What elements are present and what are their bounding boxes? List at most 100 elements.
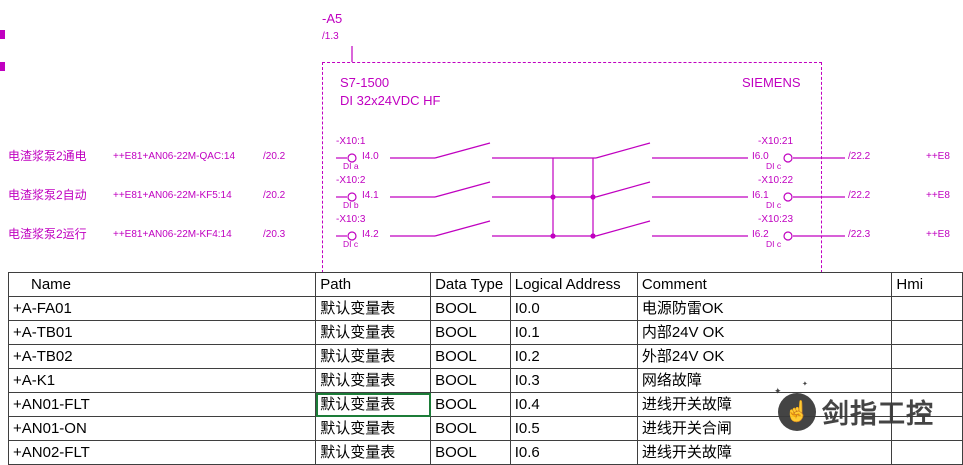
column-header-hmi[interactable]: Hmi [891,272,963,297]
terminal-label: -X10:23 [758,214,794,225]
cell-logical-address[interactable]: I0.4 [509,392,638,417]
column-header-data-type[interactable]: Data Type [430,272,511,297]
cell-name[interactable]: +A-TB02 [7,344,317,369]
cell-path[interactable]: 默认变量表 [315,344,432,369]
terminal-label: -X10:2 [336,175,366,186]
terminal-label: -X10:1 [336,136,366,147]
cell-path[interactable]: 默认变量表 [315,392,432,417]
cell-comment[interactable]: 外部24V OK [636,344,893,369]
sheet-ref: /20.2 [263,151,286,162]
cell-comment[interactable]: 进线开关故障 [636,440,893,465]
logo-badge: ☝ [778,392,816,431]
column-header-logical-address[interactable]: Logical Address [509,272,638,297]
cell-comment[interactable]: 电源防雷OK [636,296,893,321]
sheet-ref: /22.2 [848,151,871,162]
cell-path[interactable]: 默认变量表 [315,416,432,441]
cell-logical-address[interactable]: I0.6 [509,440,638,465]
page-edge-mark [0,30,5,39]
cell-name[interactable]: +A-FA01 [7,296,317,321]
channel-label: DI c [766,200,782,210]
cell-comment[interactable]: 进线开关合闸 [636,416,893,441]
terminal-label: -X10:22 [758,175,794,186]
sheet-ref: /20.2 [263,190,286,201]
cell-comment[interactable]: 网络故障 [636,368,893,393]
channel-label: DI a [343,161,359,171]
watermark-text: 剑指工控 [822,399,934,430]
cell-data-type[interactable]: BOOL [430,440,511,465]
channel-label: DI c [766,239,782,249]
terminal-label: -X10:21 [758,136,794,147]
source-ref: ++E81+AN06-22M-QAC:14 [113,151,236,162]
cell-name[interactable]: +AN01-ON [7,416,317,441]
cell-hmi[interactable] [891,416,963,441]
column-header-path[interactable]: Path [315,272,432,297]
source-ref: ++E81+AN06-22M-KF4:14 [113,229,232,240]
pointing-hand-icon: ☝ [784,401,810,423]
cell-hmi[interactable] [891,440,963,465]
cell-data-type[interactable]: BOOL [430,416,511,441]
brand-label: SIEMENS [742,75,801,90]
page-edge-mark [0,62,5,71]
column-header-name[interactable]: Name [7,272,317,297]
cell-data-type[interactable]: BOOL [430,320,511,345]
cell-hmi[interactable] [891,344,963,369]
function-text: 电渣浆泵2自动 [8,188,87,202]
cell-path[interactable]: 默认变量表 [315,320,432,345]
sheet-ref: /22.2 [848,190,871,201]
cell-path[interactable]: 默认变量表 [315,440,432,465]
function-text: 电渣浆泵2通电 [8,149,87,163]
channel-address: I4.2 [362,229,379,240]
cell-hmi[interactable] [891,320,963,345]
cell-data-type[interactable]: BOOL [430,392,511,417]
dest-ref: ++E8 [926,151,950,162]
cell-hmi[interactable] [891,296,963,321]
cell-logical-address[interactable]: I0.0 [509,296,638,321]
dest-ref: ++E8 [926,229,950,240]
cell-logical-address[interactable]: I0.3 [509,368,638,393]
cell-logical-address[interactable]: I0.5 [509,416,638,441]
terminal-label: -X10:3 [336,214,366,225]
cell-data-type[interactable]: BOOL [430,344,511,369]
cell-path[interactable]: 默认变量表 [315,296,432,321]
channel-label: DI c [766,161,782,171]
cell-comment[interactable]: 内部24V OK [636,320,893,345]
cell-hmi[interactable] [891,392,963,417]
function-text: 电渣浆泵2运行 [8,227,87,241]
column-header-comment[interactable]: Comment [636,272,893,297]
dest-ref: ++E8 [926,190,950,201]
cell-path[interactable]: 默认变量表 [315,368,432,393]
channel-address: I6.1 [752,190,769,201]
channel-address: I4.0 [362,151,379,162]
cell-name[interactable]: +A-TB01 [7,320,317,345]
sparkle-icon: ✦ [774,386,782,396]
sheet-ref: /20.3 [263,229,286,240]
channel-address: I4.1 [362,190,379,201]
sparkle-icon: ✦ [802,381,808,388]
cell-name[interactable]: +A-K1 [7,368,317,393]
cell-data-type[interactable]: BOOL [430,368,511,393]
cell-hmi[interactable] [891,368,963,393]
device-cross-ref: /1.3 [322,31,339,42]
module-title: S7-1500 [340,75,390,90]
watermark: ✦ ✦ ☝ 剑指工控 [774,381,934,431]
cell-name[interactable]: +AN02-FLT [7,440,317,465]
cell-logical-address[interactable]: I0.1 [509,320,638,345]
module-subtitle: DI 32x24VDC HF [340,93,441,108]
cell-data-type[interactable]: BOOL [430,296,511,321]
channel-address: I6.2 [752,229,769,240]
channel-address: I6.0 [752,151,769,162]
channel-label: DI b [343,200,359,210]
cell-logical-address[interactable]: I0.2 [509,344,638,369]
cell-name[interactable]: +AN01-FLT [7,392,317,417]
device-tag: -A5 [322,11,343,26]
